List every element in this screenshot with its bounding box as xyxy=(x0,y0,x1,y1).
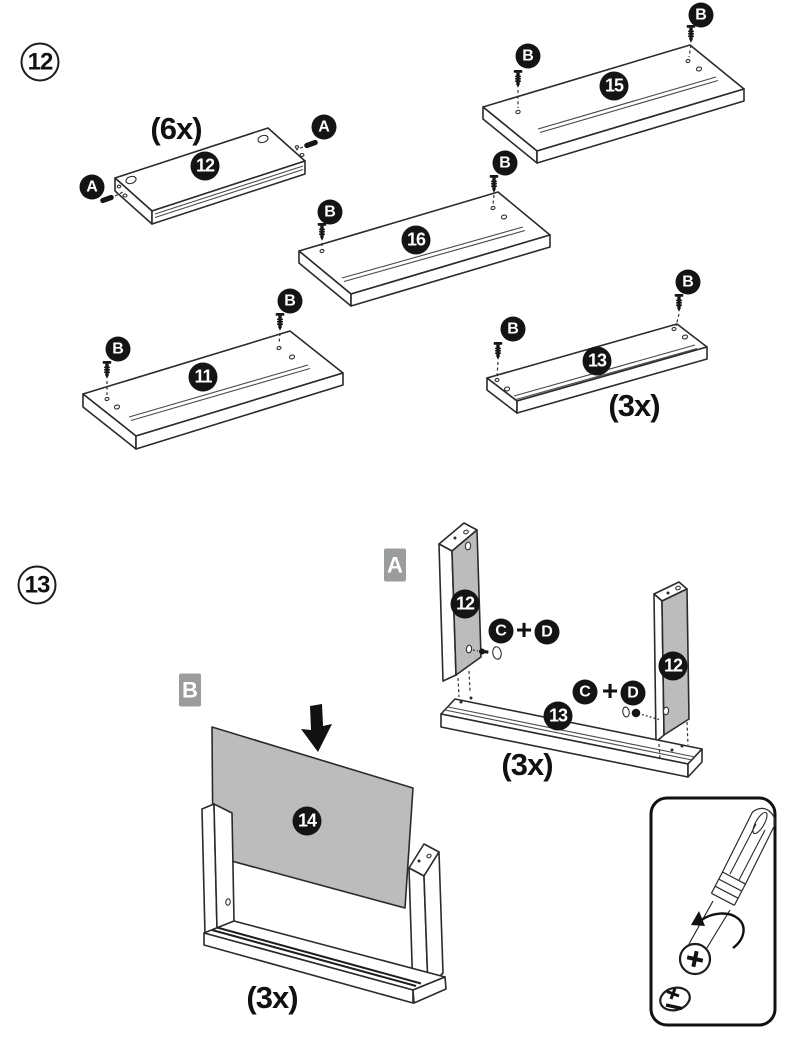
frame-quantity: (3x) xyxy=(501,747,553,782)
step13-badge: 13 xyxy=(17,565,57,605)
part-badge-12-right-side: 12 xyxy=(658,651,688,681)
part-badge-14: 14 xyxy=(292,806,322,836)
part-badge-13-frame: 13 xyxy=(543,701,573,731)
dowel-badge-a-right: A xyxy=(311,114,337,140)
screw-badge-b-16-left: B xyxy=(317,199,343,225)
screw-badge-b-13-left: B xyxy=(500,316,526,342)
cam-bolt-badge-c-right: C xyxy=(572,679,598,705)
screw-badge-b-13-right: B xyxy=(675,269,701,295)
cam-bolt-badge-c-left: C xyxy=(488,618,514,644)
dowel-guides xyxy=(114,146,304,197)
part-badge-11: 11 xyxy=(188,362,218,392)
rail13-quantity: (3x) xyxy=(608,388,660,423)
back-panel-quantity: (3x) xyxy=(246,980,298,1015)
plank12-quantity: (6x) xyxy=(150,111,202,146)
plus-sign-right: + xyxy=(601,675,619,706)
cam-bolt-lock-left-icons xyxy=(472,646,502,660)
cam-bolt-lock-right-icons xyxy=(622,706,660,721)
screw-badge-b-16-top: B xyxy=(492,150,518,176)
screw-badge-b-11-left: B xyxy=(105,336,131,362)
cam-lock-detail-icon xyxy=(659,942,712,1012)
part-badge-12: 12 xyxy=(190,151,220,181)
screwdriver-icon xyxy=(688,807,776,957)
step12-badge: 12 xyxy=(20,42,60,82)
screw-badge-b-15-right: B xyxy=(688,2,714,28)
detail-inset xyxy=(649,796,777,1027)
back-panel-assembly-drawing xyxy=(201,726,447,1004)
part-badge-16: 16 xyxy=(401,225,431,255)
cam-lock-badge-d-left: D xyxy=(534,619,560,645)
substep-a-label: A xyxy=(384,548,406,582)
cam-lock-badge-d-right: D xyxy=(620,680,646,706)
part-badge-12-left-side: 12 xyxy=(450,589,480,619)
screw-badge-b-11-right: B xyxy=(277,288,303,314)
dowel-icon-right xyxy=(303,139,319,149)
part-badge-13: 13 xyxy=(582,346,612,376)
insert-direction-arrow xyxy=(301,704,332,752)
rotation-arrow-icon xyxy=(691,911,745,949)
screw-badge-b-15-left: B xyxy=(515,43,541,69)
dowel-icon-left xyxy=(99,194,115,204)
rail-13-frame-drawing xyxy=(440,696,703,778)
screw-guides xyxy=(106,44,692,395)
substep-b-label: B xyxy=(179,673,201,707)
plus-sign-left: + xyxy=(515,614,533,645)
part-badge-15: 15 xyxy=(599,71,629,101)
dowel-badge-a-left: A xyxy=(79,174,105,200)
